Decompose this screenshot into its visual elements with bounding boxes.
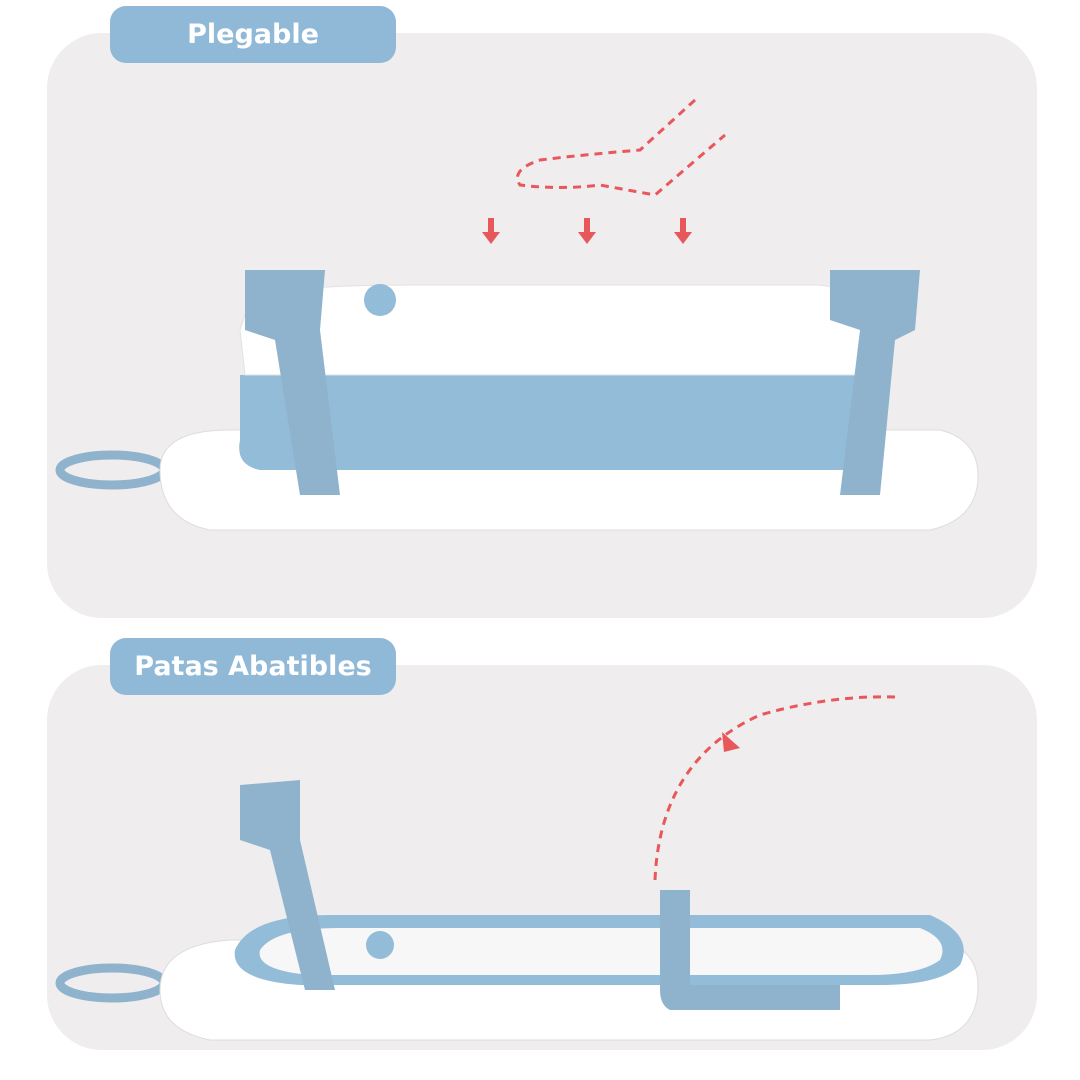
section-label-foldable: Plegable — [110, 6, 396, 63]
hanging-loop — [55, 963, 169, 1003]
folded-tub-image — [55, 98, 979, 531]
section-label-folding-legs: Patas Abatibles — [110, 638, 396, 695]
hanging-loop — [55, 450, 169, 490]
down-arrow-icons — [482, 218, 692, 244]
curved-arrow-icon — [722, 732, 740, 752]
folding-legs-tub-image — [55, 695, 979, 1041]
hand-outline-icon — [516, 98, 726, 197]
